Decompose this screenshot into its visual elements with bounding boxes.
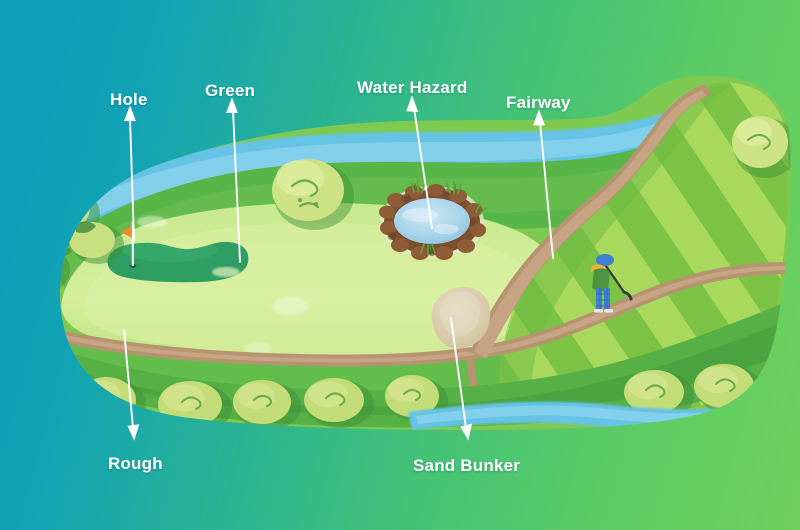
label-sand-bunker: Sand Bunker bbox=[413, 456, 521, 475]
label-fairway: Fairway bbox=[506, 93, 571, 112]
flagstick bbox=[131, 222, 134, 266]
label-green: Green bbox=[205, 81, 256, 100]
cart-path-branch bbox=[470, 84, 712, 358]
tree-top-right bbox=[732, 116, 791, 178]
tree-top-center bbox=[272, 159, 354, 230]
label-hole: Hole bbox=[110, 90, 148, 109]
golfer-figure bbox=[590, 254, 633, 313]
bunker-secondary bbox=[212, 267, 240, 277]
label-water-hazard: Water Hazard bbox=[357, 78, 468, 97]
label-rough: Rough bbox=[108, 454, 163, 473]
cart-path-main bbox=[59, 262, 790, 367]
